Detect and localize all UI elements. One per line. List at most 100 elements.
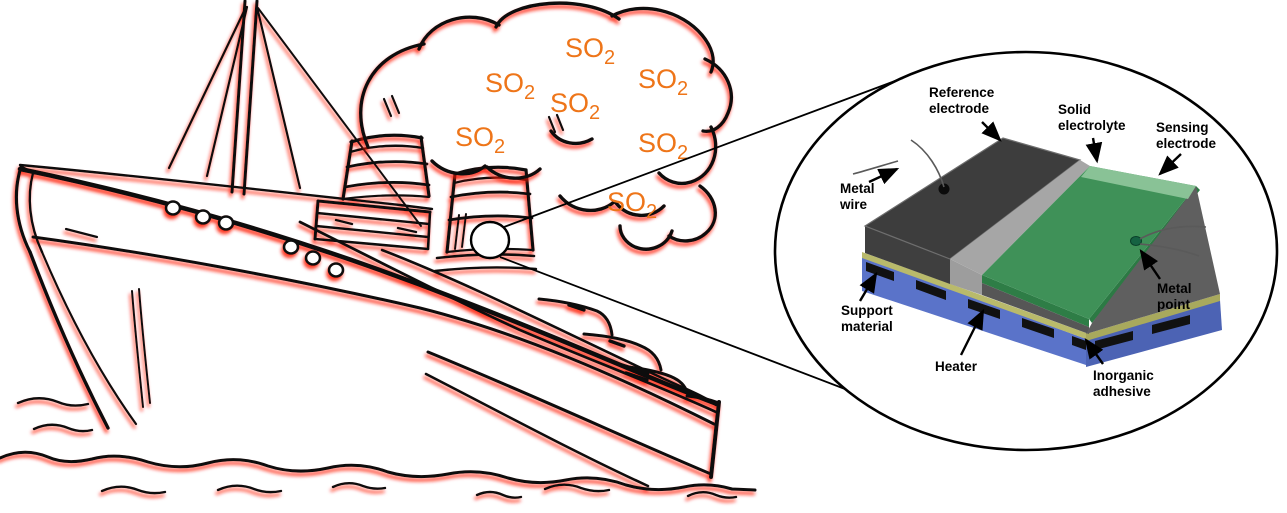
heater-dash [1095, 331, 1133, 350]
so2-labels-group: SO2 SO2 SO2 SO2 SO2 SO2 SO2 [455, 33, 688, 223]
funnel-2-stripe [447, 214, 534, 222]
stern-deck-line-1 [380, 248, 718, 407]
porthole [282, 239, 300, 255]
deckhouse-stripe [314, 224, 430, 239]
funnel-2-stripe [449, 190, 532, 199]
heater-dash [1022, 318, 1054, 338]
metal-point-arrow [1139, 249, 1161, 280]
lifeboat-dash [567, 303, 586, 312]
callout-line-lower [499, 256, 846, 390]
sensing-electrode-top [982, 166, 1196, 319]
funnel-2-right-edge [524, 168, 535, 252]
wave-accent [100, 485, 167, 495]
funnel-1-left-edge [341, 139, 354, 201]
mid-deck-line [298, 220, 718, 414]
metal-point-dot [1130, 236, 1142, 246]
lower-deck-line [31, 235, 716, 426]
cloud-scallop [485, 165, 542, 180]
so2-label: SO2 [455, 122, 505, 158]
porthole [194, 209, 212, 225]
boat-deck-line [433, 266, 538, 273]
funnel-1-rim-inner [348, 144, 425, 154]
funnel-2-left-edge [445, 172, 457, 254]
heater-arrow [959, 308, 985, 356]
deckhouse-left [313, 199, 320, 241]
bow-outer-edge [28, 250, 110, 430]
cloud-scallop [558, 194, 616, 213]
smoke-cloud [359, 1, 733, 251]
cloud-scallop [430, 159, 487, 176]
cloud-tick [555, 113, 565, 132]
heater-dash [1152, 315, 1190, 334]
inorganic-adhesive-front [862, 252, 1089, 340]
deckhouse-right [426, 210, 432, 251]
funnel-1-stripe [343, 181, 431, 189]
deckhouse-stripe [315, 211, 431, 226]
rigging-stay [205, 5, 249, 178]
hull-scratch [131, 290, 144, 408]
porthole [304, 250, 322, 266]
hull-bottom-line-2 [424, 372, 650, 488]
funnel-2-hatch [454, 214, 460, 250]
cloud-scallop [614, 201, 666, 218]
stern-step-3 [627, 365, 690, 398]
wave-accent [686, 491, 738, 499]
heater-dash [1072, 336, 1086, 350]
metal-wire-label: wire [839, 197, 868, 212]
inset-arrows [858, 121, 1182, 365]
heater-dash [866, 262, 894, 281]
cloud-lobe [618, 224, 674, 251]
cloud-lobe [494, 1, 621, 29]
wave-accent [331, 482, 387, 490]
inorganic-adhesive-label: Inorganic [1093, 368, 1154, 383]
support-material-label: Support [841, 303, 893, 318]
metal-point-label: Metal [1157, 281, 1192, 296]
funnel-2-hatch [461, 213, 467, 248]
inorganic-adhesive-right [1086, 294, 1220, 341]
inorganic-adhesive-label: adhesive [1093, 384, 1151, 399]
sensing-electrode-front-edge [982, 275, 1089, 327]
sensing-electrode-highlight [1081, 166, 1196, 199]
wave-accent [216, 484, 283, 494]
callout-line-upper [503, 77, 904, 228]
sensing-electrode-label: electrode [1156, 136, 1217, 151]
cloud-tick [382, 97, 393, 118]
sensing-electrode-arrow [1158, 153, 1182, 176]
funnel-1-rim [349, 133, 424, 144]
bow-cap-outer [14, 165, 32, 254]
metal-point-wire [1139, 225, 1207, 240]
porthole [327, 262, 345, 278]
cloud-lobe [610, 6, 715, 74]
rigging-stay [167, 5, 248, 170]
funnel-1-bottom [341, 194, 431, 201]
bow-inner-edge [40, 250, 138, 426]
ship-illustration [0, 0, 757, 499]
stern-step-2 [582, 332, 663, 372]
deckhouse-top [316, 199, 432, 214]
inorganic-adhesive-arrow [1084, 338, 1104, 365]
heater-dash [916, 280, 946, 300]
metal-wire [910, 139, 945, 188]
wave-accent [32, 423, 94, 433]
rigging-stay [255, 5, 302, 190]
metal-point-label: point [1157, 297, 1190, 312]
solid-electrolyte-label: electrolyte [1058, 118, 1126, 133]
cloud-tick [547, 115, 557, 134]
cloud-inner-scallop [549, 129, 594, 146]
cloud-lobe [701, 57, 733, 134]
porthole [217, 215, 235, 231]
mast-line [242, 0, 259, 196]
cloud-tick [390, 94, 401, 115]
metal-wire-label: Metal [840, 181, 875, 196]
funnel-1-right-edge [419, 135, 431, 198]
lifeboat-dash [624, 371, 649, 382]
heater-label: Heater [935, 359, 978, 374]
substrate-front-under-block [865, 226, 950, 284]
metal-point-wire [1139, 243, 1200, 257]
cloud-lobe [359, 42, 426, 149]
sensing-electrode-label: Sensing [1156, 120, 1209, 135]
wave-accent [16, 397, 90, 407]
deck-rail-line [18, 163, 434, 211]
solid-electrolyte-strip [950, 160, 1090, 275]
